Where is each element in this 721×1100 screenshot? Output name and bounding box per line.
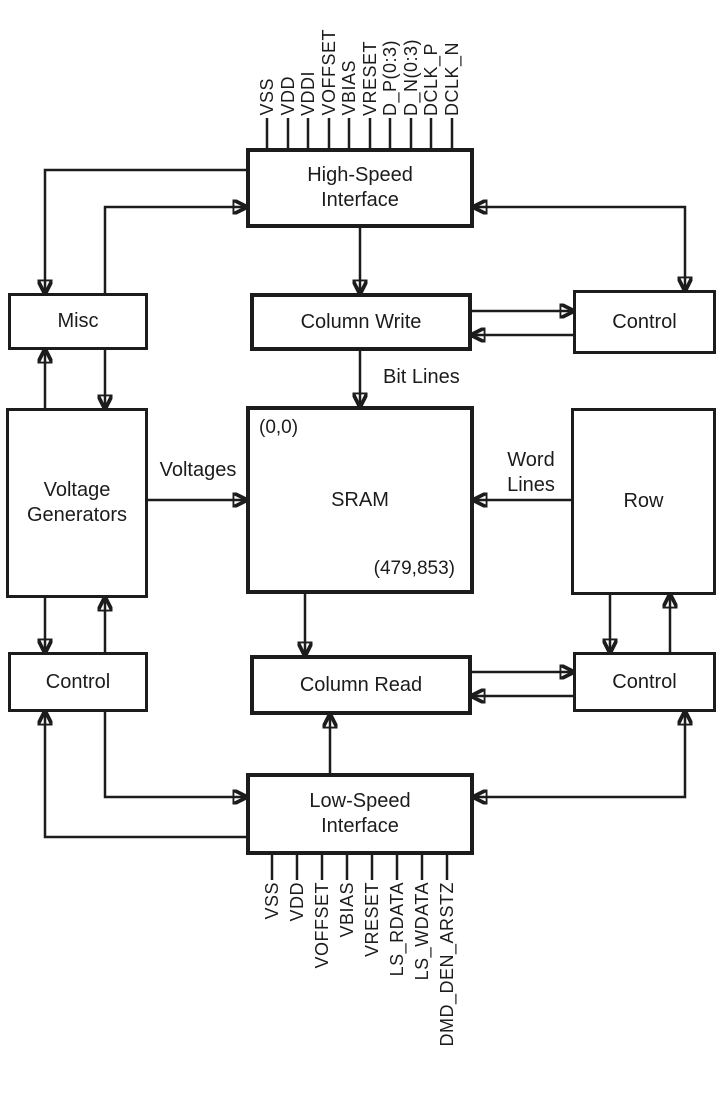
pin-bottom-ls-rdata: LS_RDATA [387, 882, 407, 977]
sram-max-coordinate: (479,853) [373, 558, 455, 579]
block-control-bottom-right: Control [573, 652, 716, 712]
pin-top-dclk-p: DCLK_P [421, 42, 441, 116]
arrow-misc-to-hsi [103, 207, 246, 293]
pin-top-vddi: VDDI [298, 70, 318, 116]
pin-top-vbias: VBIAS [339, 60, 359, 116]
block-sram: (0,0) SRAM (479,853) [246, 406, 474, 594]
sram-origin-coordinate: (0,0) [259, 417, 299, 438]
block-column-write-label: Column Write [300, 310, 422, 333]
pin-bottom-vreset: VRESET [362, 882, 382, 958]
pin-lines-top [265, 118, 454, 148]
block-voltage-generators-label: Voltage Generators [26, 479, 128, 526]
block-control-top-right: Control [573, 290, 716, 354]
pin-lines-bottom [270, 855, 449, 880]
block-row: Row [571, 408, 716, 595]
arrow-lsi-to-control-bl [45, 712, 246, 839]
block-misc-label: Misc [57, 310, 99, 332]
block-control-top-right-label: Control [612, 310, 677, 333]
block-low-speed-interface-label: Low-Speed Interface [309, 790, 411, 837]
pin-top-voffset: VOFFSET [319, 29, 339, 116]
block-control-bottom-left-label: Control [45, 670, 111, 693]
arrow-lsi-control-br-bidir [474, 712, 685, 797]
arrow-control-bl-to-lsi [103, 712, 246, 797]
block-column-read: Column Read [250, 655, 472, 715]
block-row-label: Row [623, 490, 664, 512]
block-sram-label: SRAM [331, 488, 389, 511]
block-column-read-label: Column Read [299, 673, 423, 696]
pin-top-vss: VSS [257, 78, 277, 116]
pin-top-vreset: VRESET [360, 40, 380, 116]
pin-top-vdd: VDD [278, 76, 298, 116]
pin-top-dclk-n: DCLK_N [442, 41, 462, 116]
pin-top-d-p-0-3: D_P(0:3) [380, 39, 400, 116]
arrow-hsi-to-misc [45, 168, 246, 293]
edge-label-word-lines: Word Lines [507, 449, 555, 496]
edge-label-bit-lines: Bit Lines [383, 366, 460, 388]
edge-label-voltages: Voltages [159, 459, 237, 481]
block-high-speed-interface: High-Speed Interface [246, 148, 474, 228]
block-misc: Misc [8, 293, 148, 350]
pin-top-d-n-0-3: D_N(0:3) [401, 38, 421, 116]
pin-bottom-vdd: VDD [287, 882, 307, 922]
block-control-bottom-left: Control [8, 652, 148, 712]
block-high-speed-interface-label: High-Speed Interface [307, 164, 413, 211]
pin-bottom-voffset: VOFFSET [312, 882, 332, 969]
arrow-hsi-control-tr-bidir [474, 207, 685, 290]
pin-bottom-ls-wdata: LS_WDATA [412, 882, 432, 981]
block-voltage-generators: Voltage Generators [6, 408, 148, 598]
block-control-bottom-right-label: Control [612, 670, 677, 693]
pin-bottom-vbias: VBIAS [337, 882, 357, 938]
pin-bottom-dmd-den-arstz: DMD_DEN_ARSTZ [437, 882, 457, 1047]
block-column-write: Column Write [250, 293, 472, 351]
block-low-speed-interface: Low-Speed Interface [246, 773, 474, 855]
pin-bottom-vss: VSS [262, 882, 282, 920]
